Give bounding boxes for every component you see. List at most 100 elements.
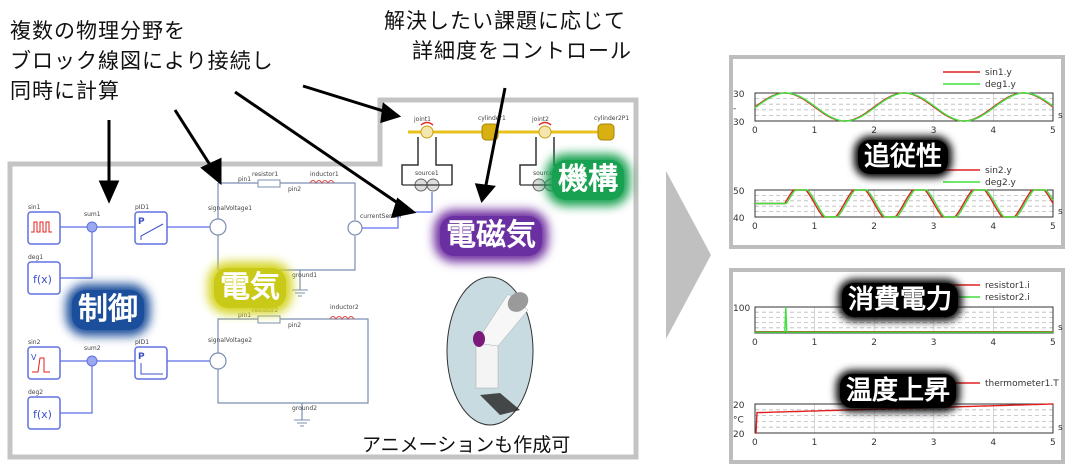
series-line-deg1-y [754, 92, 1054, 122]
legend-label: deg2.y [985, 178, 1017, 188]
y-tick-label: 30 [733, 90, 745, 100]
pid1-label: pID1 [135, 204, 149, 211]
inductor-1-label: inductor1 [310, 171, 339, 178]
x-tick-label: 2 [871, 338, 877, 348]
x-tick-label: 5 [1050, 222, 1056, 232]
caption-detail-line-2: 詳細度をコントロール [412, 39, 632, 63]
x-tick-label: 3 [931, 438, 937, 448]
sum1-block [86, 221, 98, 233]
resistor-2-label: resistor2 [252, 307, 278, 314]
source-1-label: source1 [415, 170, 439, 177]
x-tick-label: 1 [812, 438, 818, 448]
signal-voltage-1 [209, 218, 227, 236]
y-tick-label: 40 [733, 214, 745, 224]
control-row-1: sin1 f(x) deg1 sum1 P pID1 [27, 204, 210, 295]
x-tick-label: 0 [752, 126, 758, 136]
x-tick-label: 4 [990, 126, 996, 136]
joint-2-label: joint2 [531, 116, 549, 123]
y-tick-label: 50 [733, 187, 745, 197]
c2-pin2: pin2 [288, 322, 301, 329]
series-line-thermometer1-T [755, 403, 1053, 434]
x-unit-label: s [1058, 207, 1063, 217]
x-tick-label: 2 [871, 222, 877, 232]
x-tick-label: 1 [812, 222, 818, 232]
flow-arrow-icon [666, 171, 711, 339]
signal-voltage-1-label: signalVoltage1 [208, 205, 252, 212]
y-tick-label: 20 [733, 430, 745, 440]
caption-line-2: ブロック線図により接続し [10, 49, 274, 73]
ground-1-label: ground1 [292, 272, 317, 279]
label-electromagnetic: 電磁気 [440, 216, 542, 256]
pid2-label: pID1 [135, 339, 149, 346]
x-tick-label: 4 [990, 222, 996, 232]
circuit-2: signalVoltage2 resistor2 inductor2 pin1 … [208, 304, 369, 427]
caption-line-3: 同時に計算 [10, 79, 120, 103]
series-line-deg2-y [755, 189, 1054, 218]
c1-pin1: pin1 [238, 176, 251, 183]
deg2-label: deg2 [28, 389, 43, 396]
sin2-label: sin2 [28, 339, 41, 346]
y-tick-label: °C [733, 416, 744, 426]
label-electrical: 電気 [214, 268, 286, 308]
x-unit-label: s [1058, 423, 1063, 433]
c1-pin2: pin2 [288, 186, 301, 193]
x-tick-label: 0 [752, 222, 758, 232]
pid2-block [134, 346, 168, 380]
legend-label: resistor2.i [985, 293, 1030, 303]
resistor-1-label: resistor1 [252, 171, 278, 178]
source-2-label: source2 [533, 170, 557, 177]
sin1-block [27, 211, 61, 245]
y-tick-label: 20 [733, 401, 745, 411]
x-tick-label: 1 [812, 126, 818, 136]
sum2-block [86, 355, 98, 367]
svg-text:P: P [138, 352, 145, 362]
deg2-fx: f(x) [33, 408, 52, 421]
x-tick-label: 0 [752, 338, 758, 348]
series-line-resistor2-i [755, 306, 1053, 333]
deg1-label: deg1 [28, 254, 43, 261]
y-tick-label: 30 [733, 118, 745, 128]
label-mechanism: 機構 [552, 160, 624, 200]
joint-1 [420, 125, 434, 139]
joint-1-label: joint1 [413, 116, 431, 123]
x-tick-label: 3 [931, 126, 937, 136]
signal-voltage-2 [209, 352, 227, 370]
caption-multi-domain: 複数の物理分野を ブロック線図により接続し 同時に計算 [10, 16, 274, 106]
caption-detail-line-1: 解決したい課題に応じて [384, 9, 626, 33]
legend-label: thermometer1.T [985, 379, 1059, 389]
current-sensor [347, 220, 363, 236]
x-tick-label: 3 [931, 338, 937, 348]
c2-pin1: pin1 [238, 312, 251, 319]
pid1-block [134, 211, 168, 245]
joint-2 [538, 125, 552, 139]
x-unit-label: s [1058, 111, 1063, 121]
chart-title-tracking: 追従性 [858, 140, 949, 174]
sum2-label: sum2 [84, 345, 101, 352]
x-tick-label: 2 [871, 126, 877, 136]
current-sensor-label: currentSensor [360, 213, 403, 220]
legend-label: sin1.y [985, 68, 1012, 78]
x-tick-label: 2 [871, 438, 877, 448]
deg1-fx: f(x) [33, 273, 52, 286]
legend-label: sin2.y [985, 166, 1012, 176]
signal-voltage-2-label: signalVoltage2 [208, 337, 252, 344]
sum1-label: sum1 [84, 211, 101, 218]
x-tick-label: 5 [1050, 126, 1056, 136]
chart-title-temperature: 温度上昇 [840, 374, 957, 408]
y-tick-label: 100 [733, 304, 750, 314]
x-tick-label: 0 [752, 438, 758, 448]
control-row-2: V sin2 f(x) deg2 sum2 P pID1 [27, 339, 210, 430]
legend-label: deg1.y [985, 80, 1017, 90]
cylinder-1 [481, 123, 499, 141]
resistor-1 [257, 179, 281, 188]
ground-2-label: ground2 [292, 405, 317, 412]
svg-text:P: P [138, 217, 145, 227]
inductor-2-label: inductor2 [330, 304, 359, 311]
sin1-label: sin1 [28, 204, 41, 211]
annotation-arrows [98, 84, 507, 218]
x-tick-label: 5 [1050, 338, 1056, 348]
x-tick-label: 5 [1050, 438, 1056, 448]
cylinder-1-label: cylinder1 [478, 115, 506, 122]
cylinder-2-label: cylinder2P1 [594, 115, 629, 122]
